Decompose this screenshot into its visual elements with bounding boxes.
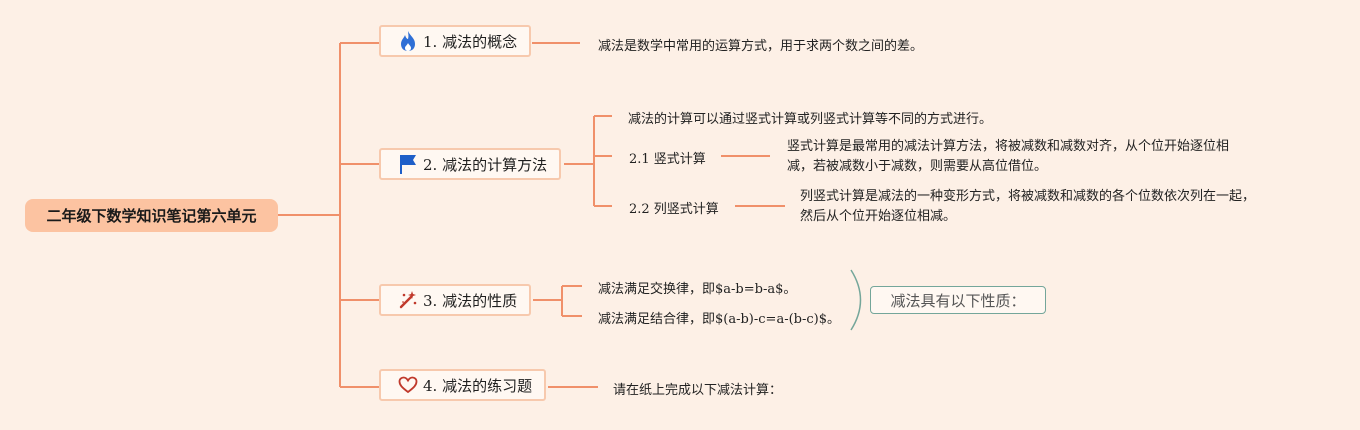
associative-rule: 减法满足结合律，即$(a-b)-c=a-(b-c)$。	[598, 312, 840, 327]
flag-icon	[397, 153, 419, 175]
vertical-calc-line2: 减，若被减数小于减数，则需要从高位借位。	[787, 159, 1048, 174]
topic-methods[interactable]: 2. 减法的计算方法	[379, 148, 562, 180]
commutative-rule: 减法满足交换律，即$a-b=b-a$。	[598, 282, 797, 297]
heart-icon	[397, 374, 419, 396]
topic-label: 2. 减法的计算方法	[423, 155, 548, 174]
summary-box[interactable]: 减法具有以下性质：	[870, 286, 1046, 314]
exercise-description: 请在纸上完成以下减法计算：	[613, 383, 783, 398]
topic-properties[interactable]: 3. 减法的性质	[379, 284, 532, 316]
topic-exercises[interactable]: 4. 减法的练习题	[379, 369, 547, 401]
subtopic-column-calc[interactable]: 2.2 列竖式计算	[629, 202, 719, 217]
subtopic-vertical-calc[interactable]: 2.1 竖式计算	[629, 152, 706, 167]
fire-icon	[397, 30, 419, 52]
concept-description: 减法是数学中常用的运算方式，用于求两个数之间的差。	[598, 39, 924, 54]
root-topic[interactable]: 二年级下数学知识笔记第六单元	[25, 199, 278, 232]
topic-label: 4. 减法的练习题	[423, 376, 533, 395]
vertical-calc-description: 竖式计算是最常用的减法计算方法，将被减数和减数对齐，从个位开始逐位相 减，若被减…	[787, 137, 1229, 177]
magic-wand-icon	[397, 289, 419, 311]
column-calc-description: 列竖式计算是减法的一种变形方式，将被减数和减数的各个位数依次列在一起， 然后从个…	[800, 187, 1255, 227]
topic-concept[interactable]: 1. 减法的概念	[379, 25, 532, 57]
column-calc-line2: 然后从个位开始逐位相减。	[800, 209, 957, 224]
methods-intro: 减法的计算可以通过竖式计算或列竖式计算等不同的方式进行。	[628, 112, 993, 127]
column-calc-line1: 列竖式计算是减法的一种变形方式，将被减数和减数的各个位数依次列在一起，	[800, 189, 1256, 204]
topic-label: 1. 减法的概念	[423, 32, 518, 51]
vertical-calc-line1: 竖式计算是最常用的减法计算方法，将被减数和减数对齐，从个位开始逐位相	[787, 139, 1230, 154]
topic-label: 3. 减法的性质	[423, 291, 518, 310]
